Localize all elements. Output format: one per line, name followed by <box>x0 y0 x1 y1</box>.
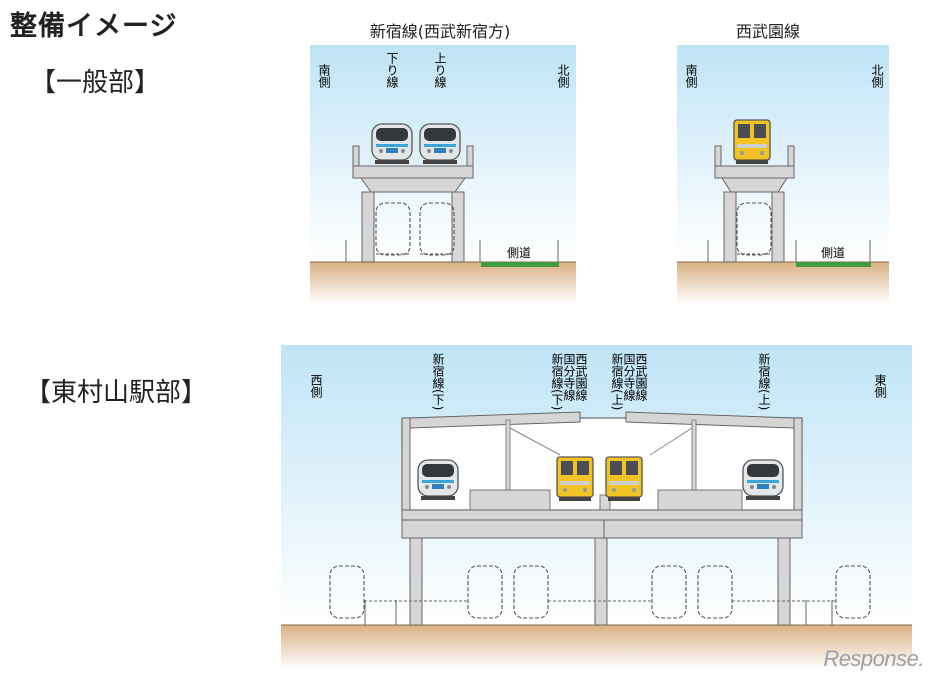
sidewalk <box>796 262 871 267</box>
direction-north: 北側 <box>870 64 884 88</box>
train-up <box>419 123 461 165</box>
track-label-3c: 西武園線 <box>634 353 648 401</box>
direction-west: 西側 <box>309 374 323 398</box>
train-kokubunji-down <box>556 456 594 502</box>
panel-title-seibuen: 西武園線 <box>735 22 800 41</box>
track-label-3a: 新宿線(上) <box>610 352 624 411</box>
train-shinjuku-up <box>742 459 784 501</box>
ground <box>677 262 889 304</box>
sidewalk-label: 側道 <box>821 246 845 260</box>
track-label-down: 下り線 <box>385 52 399 88</box>
track-label-3b: 国分寺線 <box>622 353 636 401</box>
track-label-2b: 国分寺線 <box>562 353 576 401</box>
watermark-logo: Response. <box>823 646 924 671</box>
track-label-2a: 新宿線(下) <box>550 352 564 411</box>
train-down <box>371 123 413 165</box>
panel-title-shinjuku: 新宿線(西武新宿方) <box>369 22 511 41</box>
page-title: 整備イメージ <box>10 11 178 42</box>
ground <box>281 625 912 669</box>
ground <box>310 262 576 304</box>
track-label-4: 新宿線(上) <box>757 352 771 411</box>
sidewalk <box>481 262 559 267</box>
track-label-up: 上り線 <box>433 52 447 88</box>
sidewalk-label: 側道 <box>507 246 531 260</box>
direction-east: 東側 <box>873 374 887 398</box>
track-label-2c: 西武園線 <box>574 353 588 401</box>
panel-shinjuku: 側道 南側 北側 下り線 上り線 <box>310 45 576 304</box>
direction-north: 北側 <box>556 64 570 88</box>
train-shinjuku-down <box>417 459 459 501</box>
direction-south: 南側 <box>684 63 698 88</box>
panel-seibuen: 側道 南側 北側 <box>677 45 889 304</box>
direction-south: 南側 <box>317 63 331 88</box>
panel-station: 西側 東側 新宿線(下) 新宿線(下) 国分寺線 西武園線 新宿線(上) 国分寺… <box>281 345 912 669</box>
section-label-general: 【一般部】 <box>30 68 161 98</box>
section-label-station: 【東村山駅部】 <box>25 378 208 408</box>
track-label-1: 新宿線(下) <box>431 352 445 411</box>
train-seibuen <box>733 119 771 165</box>
train-kokubunji-up <box>605 456 643 502</box>
